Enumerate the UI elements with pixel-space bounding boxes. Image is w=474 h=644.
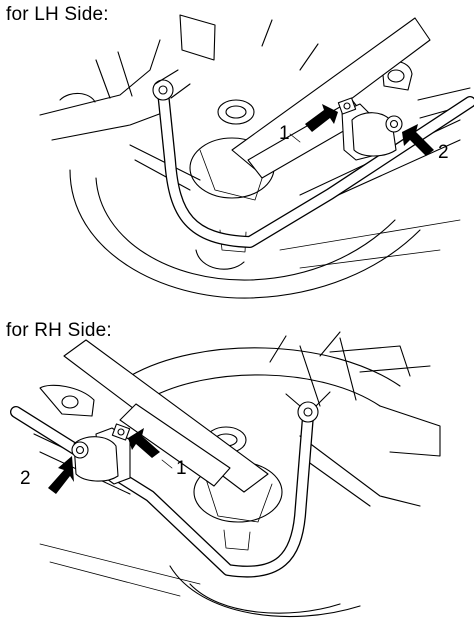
rh-side-heading: for RH Side: (6, 320, 112, 341)
lh-bushing-bracket (337, 97, 403, 161)
rh-callout-1: 1 (176, 458, 187, 479)
rh-stabilizer-bar (10, 406, 314, 578)
rh-wheel-hub (129, 347, 401, 618)
rh-bushing-bracket (71, 423, 131, 485)
lh-side-heading: for LH Side: (6, 4, 109, 25)
rh-arrow-bolt-2 (48, 456, 74, 494)
rh-stabilizer-link-end (285, 391, 331, 423)
rh-upper-strut (63, 339, 269, 493)
rh-stabilizer-illustration: 1 2 (10, 331, 441, 618)
lh-callout-1-leader (289, 133, 301, 143)
rh-arrow-bolt-1 (128, 428, 160, 458)
lh-stabilizer-link-end (152, 69, 191, 101)
lh-side-panel: 1 2 for LH Side: (0, 0, 474, 310)
lh-arrow-bolt-1 (305, 104, 338, 132)
lh-stabilizer-bar (157, 86, 474, 248)
lh-callout-1: 1 (279, 123, 290, 144)
rh-callout-2: 2 (20, 468, 31, 489)
rh-side-panel: 1 2 for RH Side: (0, 316, 474, 644)
lh-callout-2: 2 (438, 142, 449, 163)
lh-arrow-bolt-2 (402, 124, 434, 156)
lh-stabilizer-illustration: 1 2 (39, 14, 474, 299)
lh-wheel-hub (69, 99, 421, 299)
rh-callout-1-leader (161, 459, 173, 469)
